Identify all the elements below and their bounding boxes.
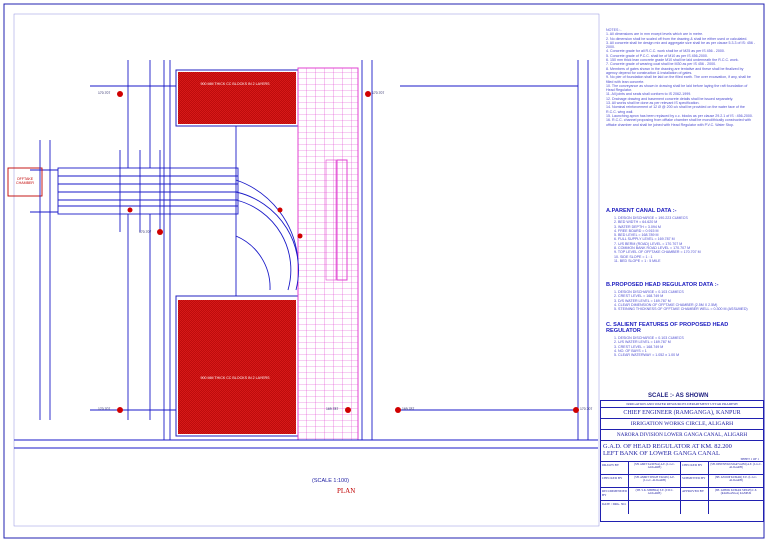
note-item: 4. Concrete grade for all R.C.C. work sh… — [606, 49, 725, 54]
level-label: 170.707 — [139, 230, 152, 234]
parent-canal-item: 5. BED LEVEL = 168.789 M — [614, 233, 659, 238]
note-item: 9. No pier of foundation shall be laid o… — [606, 75, 751, 84]
row-label — [681, 501, 709, 514]
parent-canal-item: 10. SIDE SLOPE = 1 : 1 — [614, 254, 653, 259]
salient-item: 1. DESIGN DISCHARGE = 0.103 CUMECS — [614, 336, 684, 340]
row-label: RECOMMENDED BY — [601, 488, 629, 501]
row-signatory: (SH. S.K. MISHRA) S.E. (I.W.C. ALIGARH) — [629, 488, 681, 501]
parent-canal-item: 1. DESIGN DISCHARGE = 190.223 CUMECS — [614, 216, 688, 220]
row-signatory: (SH. AMIT SAXENA) A.E. (L.G.C. ALIGARH) — [629, 462, 681, 475]
head-regulator-item: 3. D/S WATER LEVEL = 169.787 M — [614, 298, 671, 303]
head-regulator-item: 4. CLEAR DIMENSION OF OFFTAKE CHAMBER (2… — [614, 302, 718, 307]
drawing-title-2: LEFT BANK OF LOWER GANGA CANAL — [603, 450, 720, 457]
salient-features-panel: C. SALIENT FEATURES OF PROPOSED HEAD REG… — [606, 322, 756, 357]
note-item: 13. All works shall be done as per relev… — [606, 101, 700, 106]
plan-title: PLAN — [337, 487, 356, 495]
row-signatory: (SH. ASHOK KUMAR SINGH) C.E. (RAMGANGA) … — [709, 488, 763, 501]
level-label: 170.707 — [98, 407, 111, 411]
row-signatory: (SH. AMRIT SINGH YADAV) A.E. (L.G.C. ALI… — [629, 475, 681, 488]
salient-item: 3. CREST LEVEL = 168.749 M — [614, 344, 664, 349]
note-item: 1. All dimensions are in mm except level… — [606, 32, 704, 37]
level-label: 170.707 — [98, 91, 111, 95]
note-item: 14. Nominal reinforcement of 12 Ø @ 200 … — [606, 105, 745, 114]
parent-canal-item: 11. BED SLOPE = 1 : 5 MILE — [614, 258, 661, 263]
note-item: 5. Concrete grade of P.C.C. shall be of … — [606, 53, 708, 58]
level-label: 170.707 — [372, 91, 385, 95]
note-item: 16. R.C.C. channel proposing from offtak… — [606, 118, 751, 127]
salient-heading: C. SALIENT FEATURES OF PROPOSED HEAD REG… — [606, 322, 729, 334]
head-regulator-heading: B.PROPOSED HEAD REGULATOR DATA :- — [606, 282, 719, 288]
offtake-chamber-label: OFFTAKE CHAMBER — [16, 177, 34, 186]
notes-heading: NOTES :- — [606, 28, 622, 32]
salient-item: 4. NO. OF BAYS = 1 — [614, 348, 647, 353]
head-regulator-panel: B.PROPOSED HEAD REGULATOR DATA :- 1. DES… — [606, 282, 756, 311]
parent-canal-item: 2. BED WIDTH = 64.620 M — [614, 220, 658, 225]
parent-canal-heading: A.PARENT CANAL DATA :- — [606, 208, 677, 214]
note-item: 8. Members of gates shown in the drawing… — [606, 66, 744, 75]
sheet-number: SHEET 1 OF 1 — [601, 457, 763, 462]
circle: IRRIGATION WORKS CIRCLE, ALIGARH — [601, 419, 763, 430]
row-signatory: (SH. DINESH KUMAR SAINI) A.E. (L.G.C. AL… — [709, 462, 763, 475]
row-signatory: (SH. ANOOP KUMAR) E.E. (L.G.C. ALIGARH) — [709, 475, 763, 488]
parent-canal-item: 9. TOP LEVEL OF OFFTAKE CHAMBER = 170.70… — [614, 250, 701, 255]
plan-scale-label: (SCALE 1:100) — [312, 478, 349, 484]
note-item: 10. The conveyance as shown in drawing s… — [606, 83, 748, 93]
parent-canal-item: 7. U/S BERM (ROAD) LEVEL = 170.707 M — [614, 241, 683, 246]
parent-canal-item: 8. COMMON BANK ROAD LEVEL = 170.707 M — [614, 246, 691, 251]
row-label: CHECKED BY — [681, 462, 709, 475]
level-label: 169.787 — [402, 407, 415, 411]
curved-wall — [235, 179, 299, 291]
level-label: 170.707 — [580, 407, 593, 411]
lower-block-label: 900 MM THICK CC BLOCKS IN 2 LAYERS — [200, 376, 270, 380]
parent-canal-panel: A.PARENT CANAL DATA :- 1. DESIGN DISCHAR… — [606, 208, 756, 263]
parent-canal-item: 6. FULL SUPPLY LEVEL = 169.787 M — [614, 237, 675, 242]
scale-label: SCALE :- AS SHOWN — [648, 393, 709, 399]
salient-item: 2. U/S WATER LEVEL = 169.787 M — [614, 340, 671, 345]
row-signatory — [709, 501, 763, 514]
row-label: DATE / DRG. NO. — [601, 501, 629, 514]
row-label: DRAWN BY — [601, 462, 629, 475]
note-item: 3. All concrete shall be design mix and … — [606, 40, 756, 50]
level-markers — [117, 91, 579, 413]
upper-cc-block — [175, 69, 299, 127]
department: IRRIGATION AND WATER RESOURCES DEPARTMEN… — [601, 401, 763, 408]
drawing-title-1: G.A.D. OF HEAD REGULATOR AT KM. 82.200 — [603, 443, 732, 450]
row-label: CHECKED BY — [601, 475, 629, 488]
brick-apron — [297, 67, 359, 441]
note-item: 7. Concrete grade of wearing coat shall … — [606, 62, 717, 67]
salient-item: 5. CLEAR WATERWAY = 1.052 x 1.00 M — [614, 353, 680, 358]
note-item: 15. Launching apron has been replaced by… — [606, 113, 753, 118]
parent-canal-item: 4. FREE BOARD = 0.915 M — [614, 228, 659, 233]
lower-cc-block — [175, 295, 299, 437]
upper-block-label: 900 MM THICK CC BLOCKS IN 2 LAYERS — [200, 82, 270, 86]
channel-linework — [7, 60, 598, 449]
level-label: 169.787 — [326, 407, 339, 411]
row-label: SUBMITTED BY — [681, 475, 709, 488]
head-regulator-item: 2. CREST LEVEL = 168.749 M — [614, 294, 664, 299]
chief-engineer: CHIEF ENGINEER (RAMGANGA), KANPUR — [601, 408, 763, 419]
notes-panel: NOTES :- 1. All dimensions are in mm exc… — [606, 28, 756, 127]
note-item: 2. No dimension shall be scaled off from… — [606, 36, 748, 41]
row-signatory — [629, 501, 681, 514]
row-label: APPROVED BY — [681, 488, 709, 501]
head-regulator-item: 1. DESIGN DISCHARGE = 0.103 CUMECS — [614, 290, 684, 294]
signature-grid: DRAWN BY (SH. AMIT SAXENA) A.E. (L.G.C. … — [601, 462, 763, 514]
note-item: 12. Drainage drawing and basement concre… — [606, 96, 734, 101]
note-item: 11. All joints and seals shall conform t… — [606, 92, 692, 97]
head-regulator-item: 5. STEINING THICKNESS OF OFFTAKE CHAMBER… — [614, 307, 748, 312]
note-item: 6. 150 mm thick lean concrete grade M10 … — [606, 58, 739, 63]
division: NARORA DIVISION LOWER GANGA CANAL, ALIGA… — [601, 430, 763, 441]
title-block: IRRIGATION AND WATER RESOURCES DEPARTMEN… — [600, 400, 764, 522]
parent-canal-item: 3. WATER DEPTH = 3.094 M — [614, 224, 661, 229]
